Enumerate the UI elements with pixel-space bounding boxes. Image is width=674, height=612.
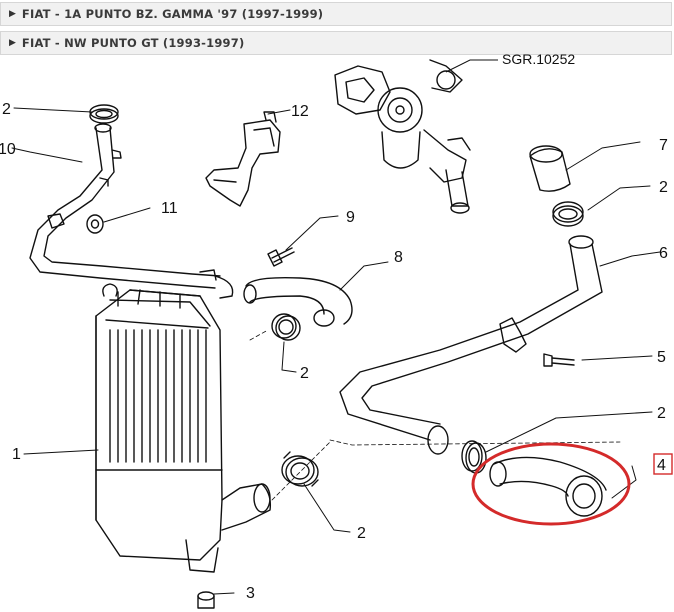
callout-label: 8 <box>394 249 403 266</box>
part-9-drawing <box>29 123 234 299</box>
callout-label: 2 <box>659 179 668 196</box>
part-2-clamp-mid-drawing <box>271 313 301 341</box>
part-3-callout-box <box>653 453 673 475</box>
breadcrumb-label: FIAT - NW PUNTO GT (1993-1997) <box>21 36 245 50</box>
part-8-drawing <box>267 247 295 267</box>
callout-label: 11 <box>161 200 178 217</box>
callout-label: 6 <box>659 245 668 262</box>
caret-right-icon: ▶ <box>9 9 16 19</box>
callout-label: 5 <box>657 349 666 366</box>
callout-label: 1 <box>12 446 21 463</box>
part-12-drawing <box>205 111 281 207</box>
parts-diagram: 2 10 12 11 9 8 7 2 6 5 2 4 2 1 2 3 2 SGR… <box>0 54 673 609</box>
callout-label: 12 <box>291 103 309 120</box>
turbocharger-drawing <box>334 59 471 214</box>
part-2-clamp-right-drawing <box>552 201 584 227</box>
breadcrumb-label: FIAT - 1A PUNTO BZ. GAMMA '97 (1997-1999… <box>21 7 324 21</box>
part-3-highlight <box>471 442 631 526</box>
breadcrumb-item-punto-97[interactable]: ▶ FIAT - 1A PUNTO BZ. GAMMA '97 (1997-19… <box>0 2 672 26</box>
breadcrumb-item-punto-gt[interactable]: ▶ FIAT - NW PUNTO GT (1993-1997) <box>0 31 672 55</box>
part-6-drawing <box>529 145 571 192</box>
callout-label: 9 <box>346 209 355 226</box>
callout-label: 4 <box>657 457 666 474</box>
callout-label: 2 <box>357 525 366 542</box>
callout-leaders <box>11 107 661 595</box>
callout-label: 3 <box>246 585 255 602</box>
callout-label: 2 <box>2 101 11 118</box>
part-11-drawing <box>197 591 215 609</box>
part-2-clamp-near-3-drawing <box>461 440 487 474</box>
part-2-clamp-top-drawing <box>89 104 119 124</box>
part-7-drawing <box>243 276 353 327</box>
callout-label: 10 <box>0 141 16 158</box>
part-5-drawing <box>339 235 603 455</box>
callout-label: 2 <box>300 365 309 382</box>
caret-right-icon: ▶ <box>9 38 16 48</box>
callout-label: 2 <box>657 405 666 422</box>
part-4-drawing <box>543 353 575 367</box>
part-10-drawing <box>86 214 104 234</box>
reference-code: SGR.10252 <box>502 54 575 67</box>
part-1-intercooler-drawing <box>95 283 272 573</box>
part-3-drawing <box>489 456 607 517</box>
part-2-clamp-lower-drawing <box>281 451 319 487</box>
callout-label: 7 <box>659 137 668 154</box>
